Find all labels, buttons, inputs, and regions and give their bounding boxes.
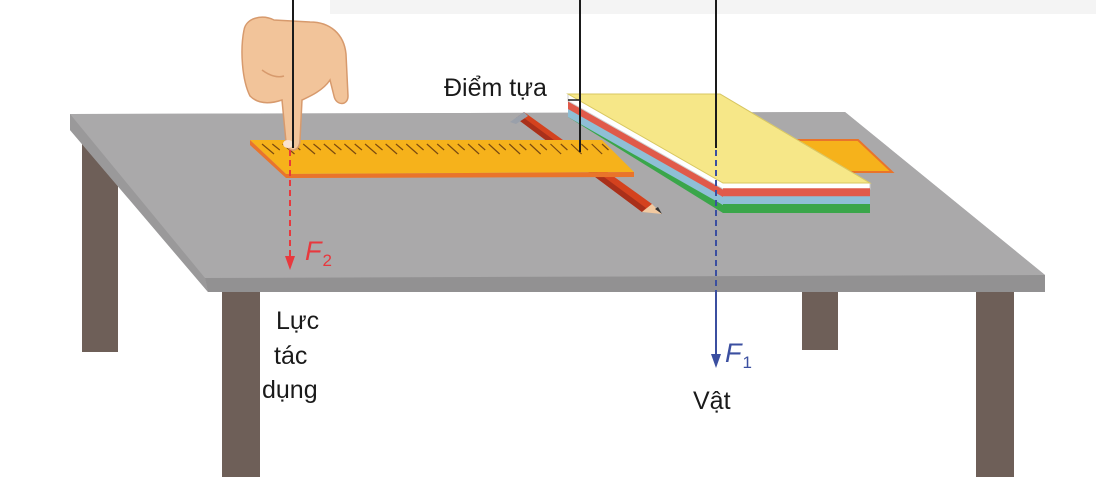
force-f2-label: F2: [305, 236, 332, 270]
force-arrow-f2: [285, 150, 295, 270]
force-f1-label: F1: [725, 338, 752, 372]
ruler-tick: [498, 143, 507, 151]
ruler-tick: [570, 143, 583, 155]
table-leg-front-left: [222, 292, 260, 477]
ruler-tick: [313, 143, 322, 151]
applied-force-label-line3: dụng: [262, 376, 318, 404]
ruler-tick: [477, 143, 486, 151]
ruler-tick: [395, 143, 404, 151]
ruler-tick: [374, 143, 383, 151]
ruler-tick: [385, 143, 398, 155]
ruler-tick: [529, 143, 542, 155]
hand: [241, 16, 349, 151]
ruler-tick: [405, 143, 418, 155]
ruler-tick: [508, 143, 521, 155]
ruler-tick: [467, 143, 480, 155]
ruler-tick: [580, 143, 589, 151]
ruler-tick: [519, 143, 527, 151]
ruler-tick: [333, 143, 342, 151]
ruler-tick: [457, 143, 466, 151]
object-label: Vật: [693, 387, 731, 415]
ruler-tick: [436, 143, 445, 151]
ruler-tick: [591, 143, 603, 155]
ruler-tick: [323, 143, 336, 155]
ruler-tick: [447, 143, 459, 155]
fulcrum-label: Điểm tựa: [444, 74, 547, 102]
ruler-tick: [560, 143, 568, 151]
applied-force-label-line2: tác: [274, 342, 308, 370]
table-leg-back-right: [802, 290, 838, 350]
ruler-tick: [271, 143, 281, 151]
background-strip: [330, 0, 1096, 14]
ruler: [250, 140, 634, 178]
ruler-tick: [550, 143, 562, 155]
ruler-tick: [488, 143, 501, 155]
ruler-tick: [354, 143, 363, 151]
ruler-tick: [261, 143, 275, 155]
force-arrow-f1: [711, 150, 721, 368]
table-leg-front-right: [976, 292, 1014, 477]
ruler-tick: [539, 143, 548, 151]
ruler-tick: [601, 143, 609, 151]
force-f1-subscript: 1: [742, 353, 752, 372]
force-f2-subscript: 2: [322, 251, 332, 270]
ruler-tick: [302, 143, 316, 155]
table-edge: [205, 275, 1045, 292]
ruler-tick: [426, 143, 439, 155]
applied-force-label-line1: Lực: [276, 307, 320, 335]
ruler-tick: [416, 143, 424, 151]
force-f2-symbol: F: [305, 236, 322, 266]
force-f1-symbol: F: [725, 338, 742, 368]
ruler-tick: [364, 143, 377, 155]
ruler-tick: [344, 143, 357, 155]
book-stack: [566, 93, 872, 213]
